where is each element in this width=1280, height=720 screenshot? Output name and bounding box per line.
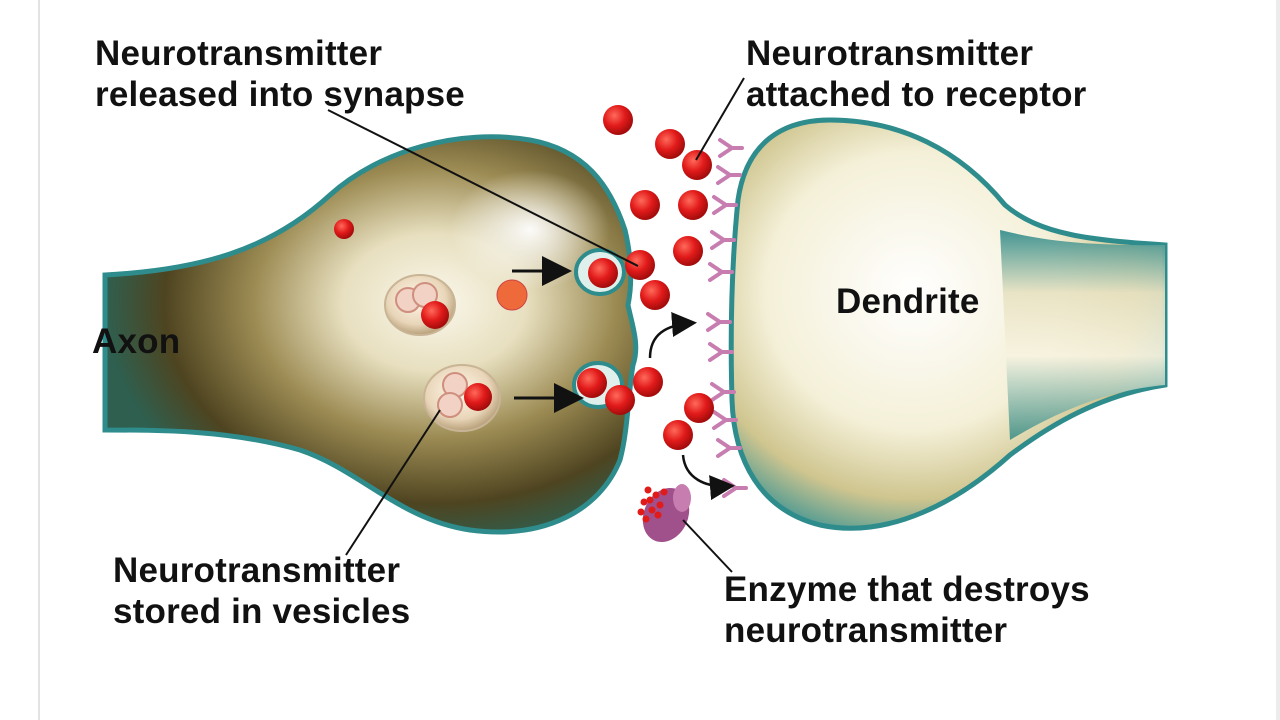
receptor: [710, 382, 736, 402]
label-enzyme: Enzyme that destroys neurotransmitter: [724, 569, 1090, 651]
neurotransmitter-molecule: [655, 129, 685, 159]
neurotransmitter-fragment: [642, 515, 650, 523]
axon-terminal: [102, 134, 639, 535]
leader-stored: [345, 409, 441, 556]
arrow-to-receptor: [648, 312, 697, 359]
label-stored-in-vesicles: Neurotransmitter stored in vesicles: [113, 550, 410, 632]
leader-lines: [327, 77, 745, 573]
neurotransmitter-molecule: [334, 219, 354, 239]
neurotransmitter-fragment: [640, 498, 648, 506]
receptor: [712, 195, 738, 215]
label-axon: Axon: [92, 322, 181, 361]
frame-border-left: [38, 0, 40, 720]
leader-released: [327, 109, 639, 267]
neurotransmitter-molecule: [588, 258, 618, 288]
receptor: [716, 165, 742, 185]
neurotransmitter-fragment: [637, 508, 645, 516]
arrow-to-enzyme: [681, 454, 735, 501]
neurotransmitter-molecule: [577, 368, 607, 398]
frame-border-right: [1276, 0, 1280, 720]
vesicle-lower-neurotransmitter: [464, 383, 492, 411]
neurotransmitter-molecule: [630, 190, 660, 220]
neurotransmitter-molecule: [605, 385, 635, 415]
leader-enzyme: [682, 519, 733, 573]
neurotransmitter-molecule: [673, 236, 703, 266]
receptor: [712, 410, 738, 430]
neurotransmitter-fragment: [644, 486, 652, 494]
enzyme: [637, 484, 691, 543]
neurotransmitter-fragment: [652, 491, 660, 499]
neurotransmitter-molecule: [633, 367, 663, 397]
neurotransmitter-molecule: [663, 420, 693, 450]
label-line: Enzyme that destroys: [724, 570, 1090, 609]
vesicle-upper-neurotransmitter: [421, 301, 449, 329]
vesicle-upper: [384, 274, 456, 336]
vesicle-lower-content: [437, 392, 463, 418]
neurotransmitter-molecule: [678, 190, 708, 220]
vesicle-lower: [423, 364, 501, 432]
receptor: [708, 262, 734, 282]
arrows: [512, 256, 735, 501]
receptor: [716, 438, 742, 458]
neurotransmitter-fragment: [656, 501, 664, 509]
receptor: [722, 478, 748, 498]
receptor: [708, 342, 734, 362]
label-released-into-synapse: Neurotransmitter released into synapse: [95, 33, 465, 115]
dendrite: [728, 117, 1168, 531]
label-attached-to-receptor: Neurotransmitter attached to receptor: [746, 33, 1086, 115]
neurotransmitter-molecule: [684, 393, 714, 423]
enzyme-highlight: [673, 484, 691, 512]
neurotransmitter-molecule: [603, 105, 633, 135]
neurotransmitter-fragment: [646, 496, 654, 504]
neurotransmitter-fragment: [660, 488, 668, 496]
neurotransmitter-molecule: [625, 250, 655, 280]
dendrite-stem: [1000, 230, 1165, 440]
receptor: [710, 230, 736, 250]
label-line: Neurotransmitter: [113, 551, 401, 590]
receptor: [718, 138, 744, 158]
neurotransmitter-fragment: [648, 506, 656, 514]
neurotransmitter-fragment: [654, 511, 662, 519]
label-line: stored in vesicles: [113, 592, 411, 631]
label-line: Neurotransmitter: [746, 34, 1034, 73]
label-line: Neurotransmitter: [95, 34, 383, 73]
neurotransmitter-molecule: [682, 150, 712, 180]
label-dendrite: Dendrite: [836, 282, 980, 321]
dendrite-body: [728, 117, 1168, 531]
moving-vesicle: [496, 279, 528, 311]
label-line: neurotransmitter: [724, 611, 1008, 650]
label-line: attached to receptor: [746, 75, 1087, 114]
destroyed-neurotransmitter: [637, 486, 668, 523]
neurotransmitter-molecule: [640, 280, 670, 310]
neurotransmitter-molecules: [577, 105, 714, 450]
label-line: released into synapse: [95, 75, 465, 114]
receptor: [706, 312, 732, 332]
leader-attached: [695, 77, 745, 161]
